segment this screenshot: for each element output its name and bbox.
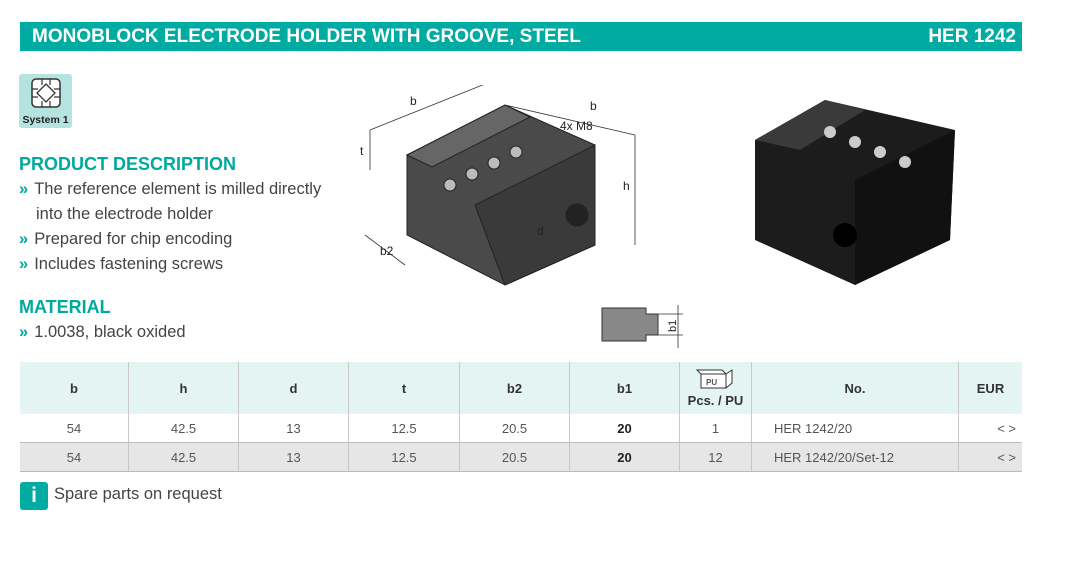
bullet: Prepared for chip encoding	[34, 230, 233, 248]
table-cell: 12.5	[348, 414, 460, 443]
price-link[interactable]: < >	[958, 442, 1022, 472]
col-pcs-pu: PU Pcs. / PU	[679, 362, 752, 414]
col-b: b	[20, 362, 129, 414]
info-icon: i	[20, 482, 48, 510]
title-bar: MONOBLOCK ELECTRODE HOLDER WITH GROOVE, …	[20, 22, 1022, 51]
col-no: No.	[751, 362, 959, 414]
table-cell: 20	[569, 414, 680, 443]
table-cell: 13	[238, 414, 349, 443]
dim-b1: b1	[667, 320, 679, 332]
dim-d: d	[537, 224, 544, 238]
table-cell: 20.5	[459, 414, 570, 443]
system-label: System 1	[22, 114, 69, 126]
bullet-continued: into the electrode holder	[36, 205, 214, 223]
dim-thread: 4x M8	[560, 119, 593, 133]
table-cell: 54	[20, 414, 129, 443]
table-cell: 12	[679, 442, 752, 472]
box-icon: PU	[695, 369, 732, 389]
table-cell: HER 1242/20/Set-12	[751, 442, 959, 472]
dim-t: t	[360, 144, 364, 158]
dim-h: h	[623, 179, 630, 193]
technical-drawing: b b 4x M8 t h d b2	[360, 85, 636, 286]
system-icon	[31, 78, 61, 108]
table-cell: 13	[238, 442, 349, 472]
bullet: 1.0038, black oxided	[34, 323, 186, 341]
col-d: d	[238, 362, 349, 414]
col-b2: b2	[459, 362, 570, 414]
material-list: » 1.0038, black oxided	[19, 320, 186, 345]
col-eur: EUR	[958, 362, 1022, 414]
chevron-icon: »	[19, 230, 29, 248]
pcs-pu-label: Pcs. / PU	[687, 393, 744, 408]
chevron-icon: »	[19, 323, 29, 341]
col-h: h	[128, 362, 239, 414]
page-title: MONOBLOCK ELECTRODE HOLDER WITH GROOVE, …	[32, 25, 581, 47]
b1-profile-drawing: b1	[601, 305, 683, 348]
bullet: Includes fastening screws	[34, 255, 224, 273]
dim-b: b	[590, 99, 597, 113]
spare-parts-note: Spare parts on request	[54, 485, 222, 503]
table-cell: 12.5	[348, 442, 460, 472]
product-photo	[755, 100, 955, 285]
dim-b: b	[410, 94, 417, 108]
product-code: HER 1242	[928, 25, 1016, 47]
table-cell: HER 1242/20	[751, 414, 959, 443]
table-cell: 20.5	[459, 442, 570, 472]
description-list: » The reference element is milled directl…	[19, 177, 321, 277]
price-link[interactable]: < >	[958, 414, 1022, 443]
col-t: t	[348, 362, 460, 414]
col-b1: b1	[569, 362, 680, 414]
chevron-icon: »	[19, 255, 29, 273]
table-cell: 54	[20, 442, 129, 472]
description-heading: PRODUCT DESCRIPTION	[19, 154, 237, 174]
chevron-icon: »	[19, 180, 29, 198]
system-badge: System 1	[19, 74, 72, 128]
table-cell: 42.5	[128, 442, 239, 472]
dim-b2: b2	[380, 244, 394, 258]
table-cell: 20	[569, 442, 680, 472]
bullet: The reference element is milled directly	[34, 180, 322, 198]
pu-label: PU	[706, 378, 717, 387]
table-cell: 1	[679, 414, 752, 443]
material-heading: MATERIAL	[19, 297, 111, 317]
table-cell: 42.5	[128, 414, 239, 443]
